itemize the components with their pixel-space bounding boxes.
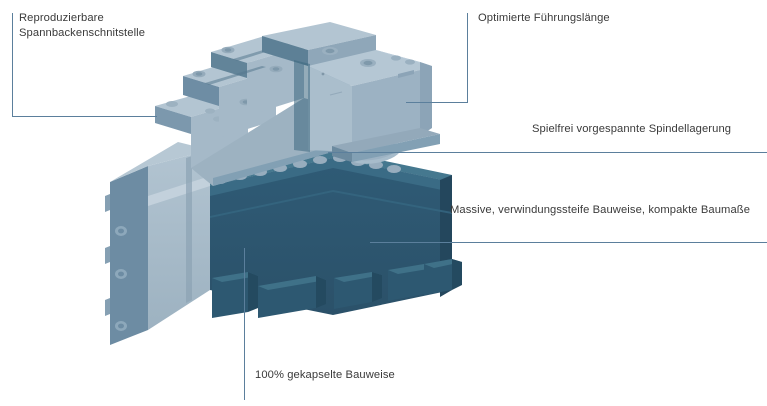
body-seam-line: [210, 190, 452, 218]
foot-1-front: [212, 272, 248, 318]
leader-line-5-vertical: [244, 248, 245, 400]
right-jaw-shoulder-face: [420, 62, 432, 136]
foot-1-top: [212, 272, 258, 282]
body-upper-rail: [210, 158, 452, 196]
foot-2-side: [316, 276, 326, 308]
right-jaw-plinth: [332, 128, 440, 162]
foot-4-top: [388, 264, 434, 274]
jaw-gap-shadow: [294, 60, 310, 152]
left-bolt-1-hole: [118, 228, 124, 234]
callout-line-1: Spielfrei vorgespannte Spindellagerung: [532, 123, 732, 135]
jaw-tier3-bore-a-hole: [224, 48, 232, 52]
callout-line-2: Spannbackenschnitstelle: [19, 26, 146, 39]
left-housing-front: [148, 150, 210, 330]
jaw-tier1-front: [155, 106, 191, 134]
right-jaw-pin-mark: [321, 72, 325, 76]
foot-3-top: [334, 272, 382, 282]
leader-line-1-vertical: [12, 13, 13, 116]
left-housing-chamfer: [148, 176, 210, 206]
foot-2-top: [258, 276, 326, 290]
left-edge-tab-3: [105, 298, 110, 316]
left-edge-tab-2: [105, 246, 110, 264]
jaw-base-plate-edge: [213, 146, 332, 186]
jaw-tier2-bore-a-hole: [195, 72, 203, 76]
jaw-tier3-right: [247, 46, 304, 116]
callout-label-gekapselte: 100% gekapselte Bauweise: [255, 368, 395, 383]
left-housing-side: [110, 166, 148, 345]
jaw-tier1-bore-a: [166, 101, 178, 107]
right-jaw-slot: [398, 70, 414, 78]
jaw-tier2-front: [183, 76, 219, 106]
callout-label-fuehrungslaenge: Optimierte Führungslänge: [478, 11, 610, 26]
foot-5-side: [452, 259, 462, 290]
right-jaw-scribe: [329, 91, 343, 96]
leader-line-3-horizontal: [328, 152, 767, 153]
callout-line-1: Optimierte Führungslänge: [478, 12, 610, 24]
plinth-right: [352, 134, 440, 162]
callout-line-1: Massive, verwindungssteife Bauweise, kom…: [450, 204, 751, 216]
right-jaw-bore-3: [391, 55, 401, 61]
left-end-housing: [105, 142, 210, 345]
leader-line-4-horizontal: [370, 242, 767, 243]
callout-line-1: 100% gekapselte Bauweise: [255, 369, 395, 381]
callout-label-bauweise: Massive, verwindungssteife Bauweise, kom…: [450, 203, 750, 218]
left-bolt-3-hole: [118, 323, 124, 329]
jaw-tier3-bore-b-hole: [272, 67, 280, 71]
foot-5-front: [424, 259, 452, 295]
foot-1-side: [248, 272, 258, 312]
foot-3-side: [372, 272, 382, 302]
callout-label-spindellagerung: Spielfrei vorgespannte Spindellagerung: [532, 122, 731, 137]
right-jaw-rear-top: [262, 22, 376, 50]
right-jaw-bore-2-hole: [363, 60, 373, 66]
right-jaw-rear-front: [262, 36, 308, 66]
right-jaw-bore-1-hole: [325, 48, 335, 54]
left-housing-top: [110, 142, 210, 182]
right-jaw-bore-4: [405, 59, 415, 65]
body-feet-group: [212, 259, 462, 318]
plinth-front: [332, 146, 352, 162]
plinth-top: [332, 128, 440, 153]
rail-cap-6: [313, 156, 327, 164]
leader-line-2-horizontal: [406, 102, 468, 103]
right-jaw-block: [262, 22, 432, 152]
jaw-groove-1: [205, 66, 266, 85]
left-bolt-2-hole: [118, 271, 124, 277]
callout-line-1: Reproduzierbare: [19, 12, 104, 24]
leader-line-2-vertical: [467, 13, 468, 102]
left-housing-divider: [186, 156, 192, 303]
leader-line-1-horizontal: [12, 116, 157, 117]
right-jaw-front-face: [308, 66, 352, 152]
rail-cap-10: [387, 165, 401, 173]
left-edge-tab-1: [105, 194, 110, 212]
jaw-tier1-bore-b: [205, 108, 215, 114]
jaw-tier3-front: [211, 52, 247, 78]
right-jaw-shoulder-top: [376, 50, 432, 66]
